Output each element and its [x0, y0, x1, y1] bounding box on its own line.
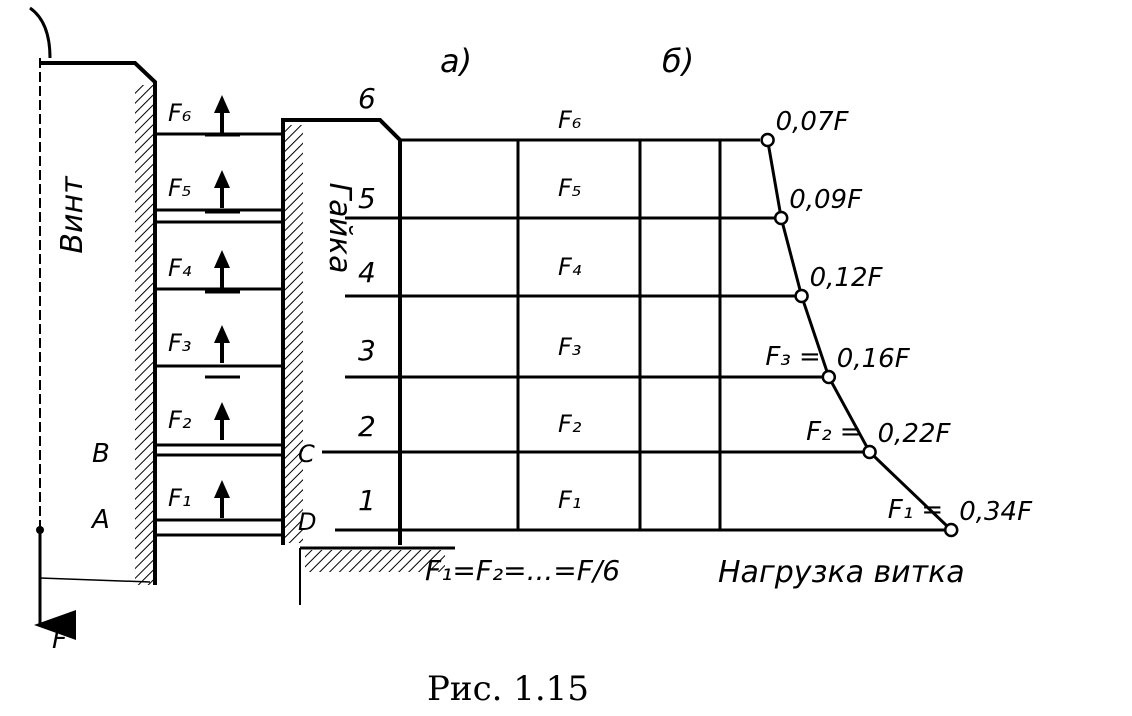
left-force-label: F₄	[168, 254, 192, 282]
load-prefix-label: F₂ =	[806, 417, 861, 447]
point-b-label: B	[92, 439, 110, 469]
part-a-label: а)	[440, 42, 472, 80]
up-arrow-icon	[214, 480, 230, 498]
screw-label: Винт	[55, 175, 90, 254]
load-point	[862, 444, 877, 460]
left-force-label: F₅	[168, 174, 191, 202]
load-value-label: 0,22F	[878, 419, 952, 449]
up-arrow-icon	[214, 95, 230, 113]
thread-number: 1	[358, 484, 376, 517]
grid-force-label: F₄	[558, 253, 582, 281]
nut: Гайка C D	[281, 118, 402, 545]
load-point	[773, 210, 789, 226]
screw: Винт	[29, 6, 157, 585]
left-force-label: F₃	[168, 329, 191, 357]
thread-number: 4	[358, 256, 376, 289]
thread-lines	[155, 132, 283, 537]
left-force-label: F₂	[168, 406, 192, 434]
thread-number: 3	[358, 334, 376, 367]
load-point	[821, 369, 837, 385]
force-label: F	[52, 625, 68, 655]
thread-numbers: 1 2 3 4 5 6	[358, 82, 376, 517]
grid-force-label: F₅	[558, 174, 581, 202]
grid-force-label: F₁	[558, 486, 581, 514]
screw-force: F	[34, 526, 76, 655]
thread-number: 5	[358, 182, 376, 215]
grid-force-label: F₆	[558, 106, 582, 134]
screw-top-curve	[29, 6, 52, 59]
load-prefix-label: F₁ =	[888, 495, 943, 525]
load-value-label: 0,34F	[959, 497, 1033, 527]
up-arrow-icon	[214, 170, 230, 188]
nut-outline	[281, 118, 402, 545]
thread-number: 6	[358, 82, 376, 115]
point-a-label: A	[90, 505, 110, 535]
load-point	[760, 132, 775, 148]
screw-outline	[40, 61, 157, 585]
ground-support	[299, 546, 455, 605]
load-value-label: 0,07F	[776, 107, 850, 137]
thread-number: 2	[358, 410, 376, 443]
grid-force-label: F₃	[558, 333, 581, 361]
equal-loads-formula: F₁=F₂=...=F/6	[425, 554, 620, 587]
point-d-label: D	[298, 508, 316, 536]
left-force-label: F₆	[168, 99, 192, 127]
load-curve-line	[766, 139, 953, 532]
load-point	[943, 522, 959, 538]
grid-force-label: F₂	[558, 410, 582, 438]
up-arrow-icon	[214, 250, 230, 268]
up-arrow-icon	[214, 325, 230, 343]
load-caption: Нагрузка витка	[718, 555, 965, 590]
up-arrow-icon	[214, 402, 230, 420]
screw-hatch	[135, 85, 153, 585]
load-point	[794, 288, 809, 304]
load-prefix-label: F₃ =	[765, 342, 820, 372]
nut-hatch	[285, 125, 303, 543]
ground-hatch	[305, 550, 445, 572]
load-distribution-curve: 0,34F F₁ = 0,22F F₂ = 0,16F F₃ = 0,12F 0,09F 0,0…	[760, 107, 1033, 538]
part-b-label: б)	[662, 42, 694, 80]
load-value-label: 0,09F	[789, 185, 863, 215]
nut-label: Гайка	[322, 182, 357, 273]
screw-bottom-edge	[39, 577, 151, 583]
grid-force-labels: F₁ F₂ F₃ F₄ F₅ F₆	[558, 106, 582, 514]
load-value-label: 0,16F	[837, 344, 911, 374]
figure-caption: Рис. 1.15	[427, 669, 589, 709]
load-value-label: 0,12F	[810, 263, 884, 293]
point-c-label: C	[298, 440, 315, 468]
load-grid	[322, 138, 950, 532]
left-force-label: F₁	[168, 484, 191, 512]
left-force-arrows: F₁ F₂ F₃ F₄ F₅ F₆	[168, 95, 230, 518]
